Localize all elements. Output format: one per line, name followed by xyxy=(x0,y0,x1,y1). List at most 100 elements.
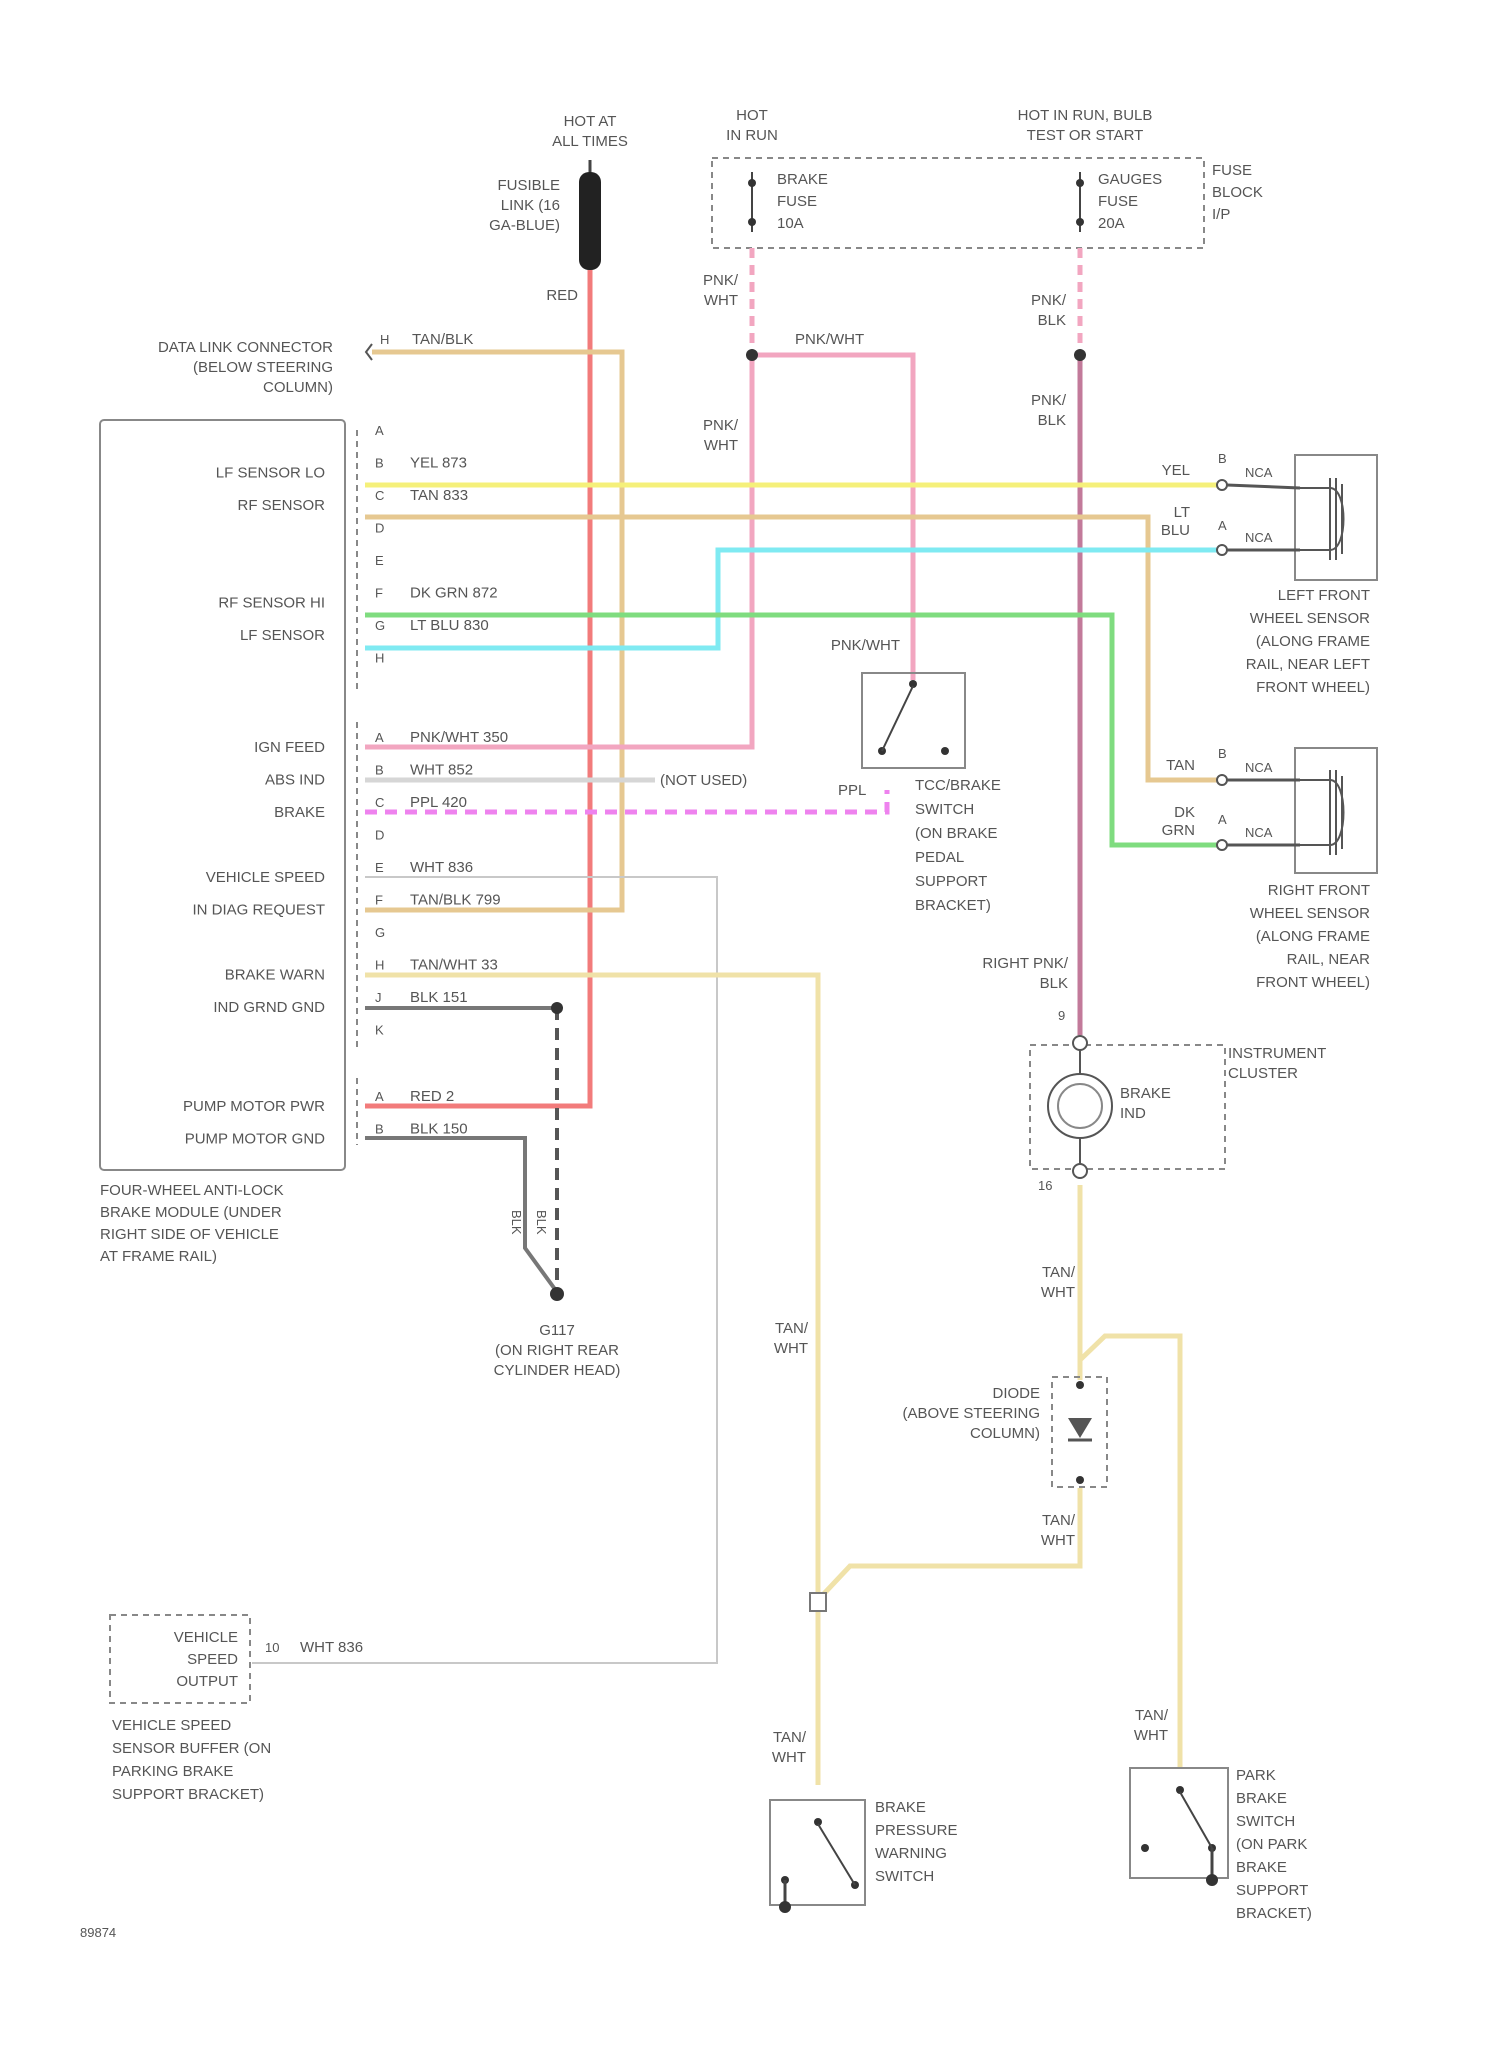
pin-conn2-b: B xyxy=(375,763,384,778)
right-sensor-coil-icon xyxy=(1300,770,1344,855)
pnk-blk-splice xyxy=(1074,349,1086,361)
red-power-wire xyxy=(365,270,590,1106)
diode-icon xyxy=(1068,1381,1092,1484)
brake-pressure-label: BRAKEPRESSUREWARNINGSWITCH xyxy=(875,1799,958,1885)
tan-wht-connector-icon xyxy=(810,1593,826,1611)
terminal-label-conn3-0: PUMP MOTOR PWR xyxy=(183,1098,325,1115)
fusible-link-icon xyxy=(579,172,601,270)
cluster-top-terminal xyxy=(1073,1036,1087,1050)
diode-tan-wht-label-1: TAN/WHT xyxy=(1041,1264,1076,1301)
tan-wht-left-label: TAN/WHT xyxy=(774,1320,809,1357)
wire-label-conn1-2: TAN 833 xyxy=(410,487,468,504)
pin-conn1-g: G xyxy=(375,618,385,633)
ground-blk-label-1: BLK xyxy=(509,1210,524,1235)
ground-g117-dot xyxy=(550,1287,564,1301)
pin-conn2-k: K xyxy=(375,1023,384,1038)
pnk-wht-splice xyxy=(746,349,758,361)
terminal-label-conn3-1: PUMP MOTOR GND xyxy=(185,1131,325,1148)
park-brake-ground-dot xyxy=(1206,1874,1218,1886)
pnk-blk-label-1: PNK/BLK xyxy=(1031,292,1067,329)
ground-blk-label-2: BLK xyxy=(534,1210,549,1235)
pin-conn1-a: A xyxy=(375,423,384,438)
dlc-pin: H xyxy=(380,332,389,347)
red-wire-label: RED xyxy=(546,287,578,304)
vss-wire-label: WHT 836 xyxy=(300,1639,363,1656)
wire-label-conn1-5: DK GRN 872 xyxy=(410,585,498,602)
pin-conn1-f: F xyxy=(375,586,383,601)
terminal-label-conn2-5: IN DIAG REQUEST xyxy=(192,902,325,919)
left-sensor-label: LEFT FRONTWHEEL SENSOR(ALONG FRAMERAIL, … xyxy=(1246,587,1370,696)
pin-conn3-a: A xyxy=(375,1089,384,1104)
right-sensor-pin-a: A xyxy=(1218,812,1227,827)
tcc-switch-wire-label: PNK/WHT xyxy=(831,637,900,654)
tan-blk-dlc-wire xyxy=(365,352,622,910)
terminal-label-conn1-6: LF SENSOR xyxy=(240,627,325,644)
right-front-sensor xyxy=(1217,748,1377,873)
tcc-switch-ppl-label: PPL xyxy=(838,782,866,799)
diode-tan-wht-label-2: TAN/WHT xyxy=(1041,1512,1076,1549)
wht-vehicle-speed-wire xyxy=(252,877,717,1663)
abs-module-box xyxy=(100,420,345,1170)
fuse-block-label: FUSEBLOCKI/P xyxy=(1212,162,1263,223)
park-brake-wire-label: TAN/WHT xyxy=(1134,1707,1169,1744)
pnk-wht-bus-label: PNK/WHT xyxy=(795,331,864,348)
left-sensor-pin-a: A xyxy=(1218,518,1227,533)
wire-label-conn2-4: WHT 836 xyxy=(410,859,473,876)
pnk-wht-label-2: PNK/WHT xyxy=(703,417,739,454)
brake-pressure-ground-dot xyxy=(779,1901,791,1913)
dlc-wire-label: TAN/BLK xyxy=(412,331,473,348)
park-brake-contacts-icon xyxy=(1141,1786,1218,1886)
pin-conn1-b: B xyxy=(375,456,384,471)
left-sensor-coil-icon xyxy=(1300,478,1344,560)
left-sensor-wire-b: YEL xyxy=(1162,462,1190,479)
pin-conn2-d: D xyxy=(375,828,384,843)
right-sensor-pin-b: B xyxy=(1218,746,1227,761)
pnk-wht-ign-wire xyxy=(365,355,752,747)
pin-conn1-d: D xyxy=(375,521,384,536)
terminal-label-conn2-4: VEHICLE SPEED xyxy=(206,869,325,886)
cluster-wire-label: RIGHT PNK/BLK xyxy=(982,955,1068,992)
figure-id: 89874 xyxy=(80,1925,116,1940)
brake-pressure-wire-label: TAN/WHT xyxy=(772,1729,807,1766)
tan-wht-park-wire xyxy=(1080,1336,1180,1768)
wire-label-conn2-2: PPL 420 xyxy=(410,794,467,811)
park-brake-label: PARKBRAKESWITCH(ON PARKBRAKESUPPORTBRACK… xyxy=(1236,1767,1312,1922)
wire-label-conn3-1: BLK 150 xyxy=(410,1121,468,1138)
wire-label-conn2-1: WHT 852 xyxy=(410,762,473,779)
brake-indicator-bulb-icon xyxy=(1048,1050,1112,1164)
terminal-label-conn2-8: IND GRND GND xyxy=(213,999,325,1016)
blk-pump-ground-wire xyxy=(365,1138,557,1292)
cluster-pin-top: 9 xyxy=(1058,1008,1065,1023)
right-sensor-nca-b: NCA xyxy=(1245,760,1273,775)
wire-label-conn2-0: PNK/WHT 350 xyxy=(410,729,508,746)
pnk-wht-label-1: PNK/WHT xyxy=(703,272,739,309)
pin-conn2-j: J xyxy=(375,990,382,1005)
brake-pressure-contacts-icon xyxy=(779,1818,859,1913)
pin-conn2-e: E xyxy=(375,860,384,875)
terminal-label-conn1-5: RF SENSOR HI xyxy=(218,595,325,612)
cluster-bottom-terminal xyxy=(1073,1164,1087,1178)
wire-label-conn2-5: TAN/BLK 799 xyxy=(410,892,501,909)
wire-label-conn1-6: LT BLU 830 xyxy=(410,617,489,634)
not-used-label: (NOT USED) xyxy=(660,772,747,789)
vss-output-label: VEHICLESPEEDOUTPUT xyxy=(174,1629,238,1690)
pin-conn1-e: E xyxy=(375,553,384,568)
left-front-sensor xyxy=(1217,455,1377,580)
pnk-blk-label-2: PNK/BLK xyxy=(1031,392,1067,429)
terminal-label-conn1-1: LF SENSOR LO xyxy=(216,465,325,482)
pin-conn2-h: H xyxy=(375,958,384,973)
right-sensor-wire-b: TAN xyxy=(1166,757,1195,774)
